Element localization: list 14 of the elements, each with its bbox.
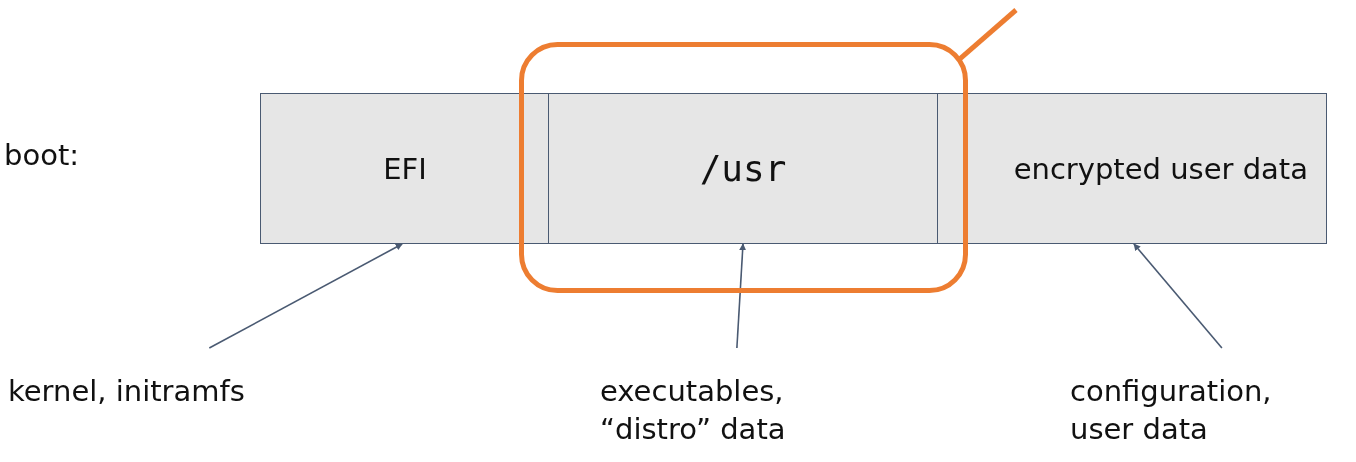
- callout-text: configuration, user data: [1070, 348, 1310, 462]
- partition-label: encrypted user data: [1013, 150, 1308, 188]
- arrow: [1133, 243, 1223, 349]
- partition-block: [260, 93, 550, 244]
- heading-text: boot:: [4, 137, 80, 174]
- partition-label: EFI: [383, 150, 427, 188]
- partition-block: [937, 93, 1327, 244]
- highlight-outline: [519, 42, 968, 293]
- arrow: [208, 243, 403, 349]
- callout-text: kernel, initramfs: [8, 348, 338, 438]
- partition-label: /usr: [699, 149, 787, 188]
- arrow: [736, 243, 747, 349]
- callout-text: executables, “distro” data: [600, 348, 890, 462]
- partition-block: [548, 93, 938, 244]
